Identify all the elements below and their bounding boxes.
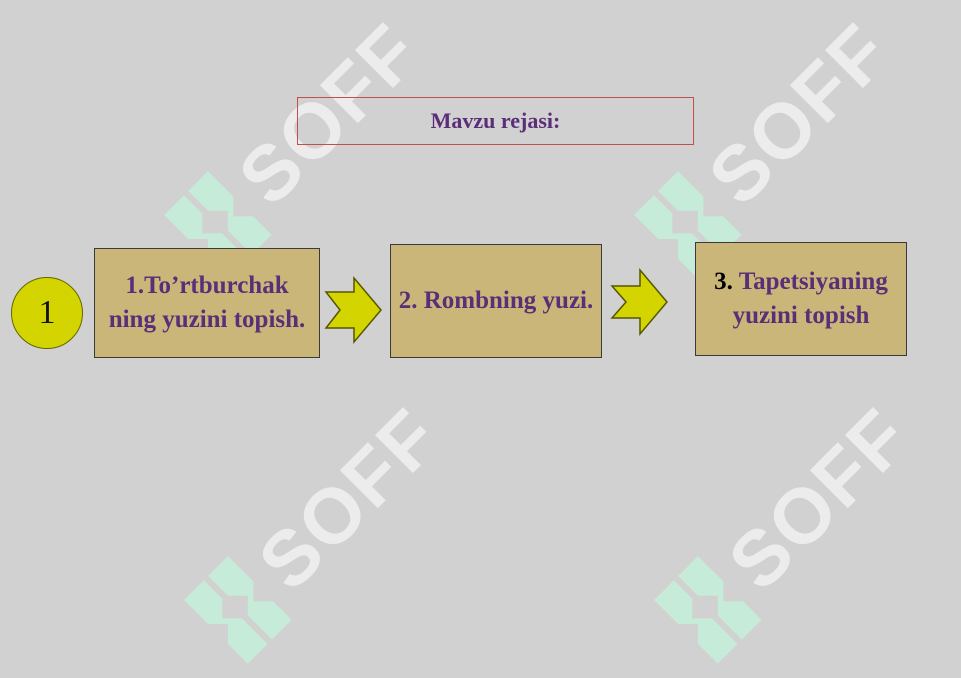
- plan-item-1-text: 1.To’rtburchak ning yuzini topish.: [108, 272, 306, 333]
- soff-logo-icon: [654, 556, 762, 664]
- title-box: Mavzu rejasi:: [297, 97, 694, 145]
- plan-item-3-text: Tapetsiyaning yuzini topish: [732, 268, 888, 329]
- watermark-soff: SOFF: [640, 384, 934, 678]
- slide-title: Mavzu rejasi:: [430, 108, 561, 133]
- watermark-soff: SOFF: [170, 384, 464, 678]
- soff-logo-icon: [184, 556, 292, 664]
- plan-item-2-text: 2. Rombning yuzi.: [398, 287, 594, 314]
- plan-item-3-number: 3.: [714, 268, 733, 295]
- plan-item-1: 1.To’rtburchak ning yuzini topish.: [94, 248, 320, 358]
- plan-item-3: 3. Tapetsiyaning yuzini topish: [695, 242, 907, 356]
- step-number: 1: [38, 294, 56, 331]
- watermark-word: SOFF: [241, 391, 457, 607]
- watermark-word: SOFF: [691, 6, 907, 222]
- right-arrow-icon: [610, 268, 668, 337]
- right-arrow-icon: [324, 276, 382, 345]
- plan-item-2: 2. Rombning yuzi.: [390, 244, 602, 358]
- watermark-word: SOFF: [711, 391, 927, 607]
- step-number-circle: 1: [11, 277, 83, 349]
